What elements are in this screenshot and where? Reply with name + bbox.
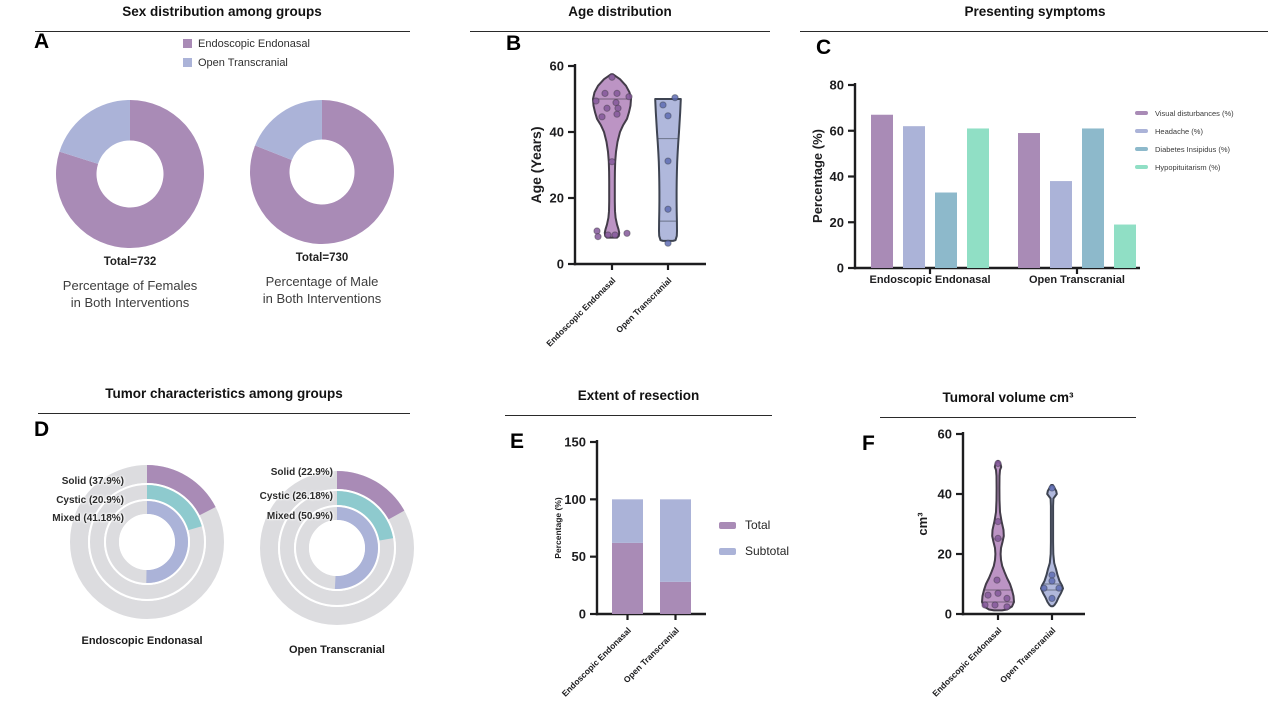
panel-letter-e: E: [510, 430, 525, 453]
legend-item: Visual disturbances (%): [1135, 104, 1234, 122]
legend-swatch: [1135, 111, 1148, 115]
svg-text:60: 60: [938, 427, 952, 442]
svg-text:Open Transcranial: Open Transcranial: [1029, 274, 1125, 286]
panel-letter-d: D: [34, 418, 50, 441]
legend-item: Diabetes Insipidus (%): [1135, 140, 1234, 158]
svg-text:20: 20: [938, 547, 952, 562]
legend-swatch: [719, 521, 736, 529]
svg-text:50: 50: [572, 549, 586, 564]
svg-text:Percentage (%): Percentage (%): [553, 497, 563, 559]
svg-text:Open Transcranial: Open Transcranial: [998, 625, 1058, 685]
panel-letter-f: F: [862, 432, 875, 455]
panel-letter-a: A: [34, 30, 50, 53]
svg-text:80: 80: [830, 78, 844, 93]
panel-f-title: Tumoral volume cm³: [942, 390, 1074, 405]
donut-caption-males: Percentage of Male in Both Interventions: [232, 273, 412, 307]
svg-text:20: 20: [830, 215, 844, 230]
legend-label: Headache (%): [1155, 126, 1203, 136]
svg-text:40: 40: [550, 125, 564, 140]
legend-label: Hypopituitarism (%): [1155, 162, 1221, 172]
ring-label-cystic-ee: Cystic (20.9%): [56, 495, 124, 506]
svg-text:Endoscopic Endonasal: Endoscopic Endonasal: [930, 625, 1003, 698]
donut-caption-females: Percentage of Females in Both Interventi…: [40, 277, 220, 311]
panel-b-underline: [470, 31, 770, 32]
legend-item: Headache (%): [1135, 122, 1234, 140]
caption-line: Percentage of Females: [62, 278, 198, 293]
legend-label: Subtotal: [745, 544, 790, 558]
panel-f-underline: [880, 417, 1136, 418]
donut-d-caption-ee: Endoscopic Endonasal: [81, 635, 203, 647]
legend-item: Endoscopic Endonasal: [183, 34, 310, 53]
panel-letter-b: B: [506, 32, 522, 55]
tumor-characteristics-donut-chart: [70, 465, 414, 625]
legend-item: Hypopituitarism (%): [1135, 158, 1234, 176]
legend-label: Diabetes Insipidus (%): [1155, 144, 1231, 154]
ring-label-cystic-ot: Cystic (26.18%): [259, 491, 333, 502]
svg-text:100: 100: [564, 492, 586, 507]
sex-distribution-donut-chart: [55, 100, 394, 248]
svg-text:60: 60: [830, 123, 844, 138]
ring-label-solid-ot: Solid (22.9%): [270, 467, 333, 478]
legend-item: Open Transcranial: [183, 53, 310, 72]
svg-text:60: 60: [550, 59, 564, 74]
svg-text:Percentage (%): Percentage (%): [810, 129, 825, 223]
svg-text:0: 0: [557, 257, 564, 272]
svg-text:40: 40: [938, 487, 952, 502]
svg-text:Endoscopic Endonasal: Endoscopic Endonasal: [544, 275, 617, 348]
panel-b-title: Age distribution: [568, 4, 672, 19]
ring-label-solid-ee: Solid (37.9%): [61, 476, 124, 487]
panel-c-title: Presenting symptoms: [964, 4, 1106, 19]
legend-label: Total: [745, 518, 771, 532]
svg-text:150: 150: [564, 435, 586, 450]
legend-swatch: [1135, 129, 1148, 133]
svg-text:cm³: cm³: [915, 512, 930, 536]
legend-swatch: [1135, 147, 1148, 151]
donut-total-males: Total=730: [295, 252, 349, 264]
svg-text:0: 0: [579, 607, 586, 622]
svg-text:40: 40: [830, 169, 844, 184]
legend-swatch: [183, 58, 192, 67]
legend-swatch: [183, 39, 192, 48]
svg-text:Open Transcranial: Open Transcranial: [614, 275, 674, 335]
panel-d-underline: [38, 413, 410, 414]
panel-d-title: Tumor characteristics among groups: [105, 386, 343, 401]
donut-d-caption-ot: Open Transcranial: [289, 644, 385, 656]
panel-a-underline: [35, 31, 410, 32]
legend-label: Endoscopic Endonasal: [198, 37, 310, 50]
panel-letter-c: C: [816, 36, 832, 59]
legend-item: Total: [719, 512, 789, 538]
panel-e-title: Extent of resection: [577, 388, 700, 403]
svg-text:Endoscopic Endonasal: Endoscopic Endonasal: [560, 625, 633, 698]
caption-line: in Both Interventions: [262, 291, 382, 306]
ring-label-mixed-ot: Mixed (50.9%): [266, 511, 333, 522]
legend-label: Open Transcranial: [198, 56, 288, 69]
svg-text:0: 0: [945, 607, 952, 622]
caption-line: in Both Interventions: [70, 295, 190, 310]
legend-swatch: [719, 547, 736, 555]
legend-label: Visual disturbances (%): [1155, 108, 1234, 118]
svg-text:Endoscopic Endonasal: Endoscopic Endonasal: [869, 274, 990, 286]
legend-item: Subtotal: [719, 538, 789, 564]
svg-text:20: 20: [550, 191, 564, 206]
caption-line: Percentage of Male: [265, 274, 379, 289]
svg-text:Age (Years): Age (Years): [528, 126, 544, 203]
panel-c-underline: [800, 31, 1268, 32]
svg-text:0: 0: [837, 261, 844, 276]
panel-c-legend: Visual disturbances (%) Headache (%) Diabe…: [1135, 104, 1234, 176]
donut-total-females: Total=732: [103, 256, 157, 268]
panel-a-title: Sex distribution among groups: [122, 4, 322, 19]
ring-label-mixed-ee: Mixed (41.18%): [52, 513, 124, 524]
legend-swatch: [1135, 165, 1148, 169]
panel-e-underline: [505, 415, 772, 416]
